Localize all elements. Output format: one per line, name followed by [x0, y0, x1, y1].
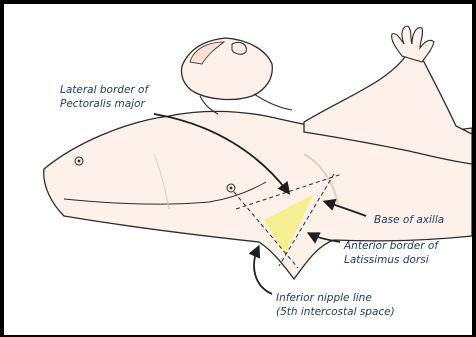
label-latissimus-line1: Anterior border of — [343, 240, 440, 252]
label-nipple-line1: Inferior nipple line — [276, 292, 372, 304]
left-nipple — [75, 157, 83, 165]
hand — [392, 26, 434, 62]
label-base-axilla: Base of axilla — [374, 214, 444, 226]
label-nipple-line2: (5th intercostal space) — [276, 306, 395, 318]
label-pectoralis-line2: Pectoralis major — [60, 98, 146, 110]
nipple-line-arrow — [254, 248, 272, 294]
label-latissimus-line2: Latissimus dorsi — [344, 254, 429, 266]
right-nipple — [227, 184, 235, 192]
ear — [232, 42, 246, 54]
axilla-diagram: Lateral border of Pectoralis major Base … — [4, 4, 476, 337]
head — [182, 38, 273, 99]
label-pectoralis-line1: Lateral border of — [60, 84, 150, 96]
